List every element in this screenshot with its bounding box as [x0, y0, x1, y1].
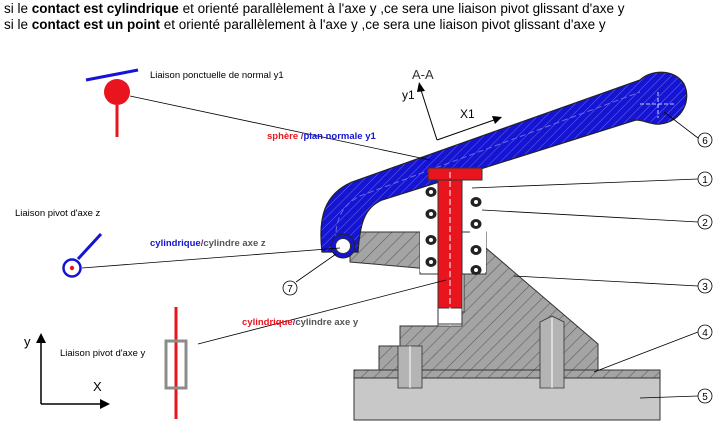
balloon-1-label: 1 [702, 175, 708, 186]
header-line-1: si le contact est cylindrique et orienté… [4, 1, 624, 16]
axis-label-y1: y1 [402, 88, 415, 102]
header-line-2: si le contact est un point et orienté pa… [4, 17, 606, 32]
balloon-4: 4 [593, 324, 713, 373]
axis-label-x1: X1 [460, 107, 475, 121]
header-line-2-pre: si le [4, 17, 32, 32]
axis-label-x: X [93, 379, 102, 394]
balloon-1: 1 [471, 171, 713, 189]
header-line-2-post: et orienté parallèlement à l'axe y ,ce s… [160, 17, 606, 32]
header-line-1-bold: contact est cylindrique [31, 1, 179, 16]
axis-label-y: y [24, 334, 31, 349]
pivot-z-symbol [62, 232, 103, 278]
contact-cyl-y: cylindrique/cylindre axe y [242, 317, 359, 328]
header-line-1-pre: si le [4, 1, 32, 16]
balloon-5: 5 [639, 388, 713, 404]
label-pivot-z: Liaison pivot d'axe z [15, 208, 101, 219]
section-label: A-A [412, 67, 434, 82]
lever [320, 71, 688, 259]
pivot-y-symbol [164, 307, 188, 419]
pin [427, 167, 483, 326]
contact-sphere: sphère /plan normale y1 [267, 131, 376, 142]
balloon-2: 2 [481, 209, 713, 230]
balloon-3-label: 3 [702, 282, 708, 293]
leader-lines [81, 95, 447, 345]
ponctuelle-symbol [85, 68, 139, 137]
header-line-2-bold: contact est un point [31, 17, 161, 32]
spring-coils [425, 187, 482, 275]
support-body [349, 231, 599, 389]
balloon-7-label: 7 [287, 284, 293, 295]
balloon-6: 6 [663, 111, 713, 148]
balloon-2-label: 2 [702, 218, 708, 229]
axes-local [417, 82, 502, 141]
balloon-3: 3 [513, 275, 713, 294]
label-pivot-y: Liaison pivot d'axe y [60, 348, 146, 359]
contact-cyl-z: cylindrique/cylindre axe z [150, 238, 266, 249]
balloon-7: 7 [282, 253, 337, 296]
axes-xy [36, 333, 110, 409]
balloon-6-label: 6 [702, 136, 708, 147]
header-line-1-post: et orienté parallèlement à l'axe y ,ce s… [178, 1, 625, 16]
label-ponctuelle: Liaison ponctuelle de normal y1 [150, 70, 284, 81]
balloon-5-label: 5 [702, 392, 708, 403]
balloon-4-label: 4 [702, 328, 708, 339]
